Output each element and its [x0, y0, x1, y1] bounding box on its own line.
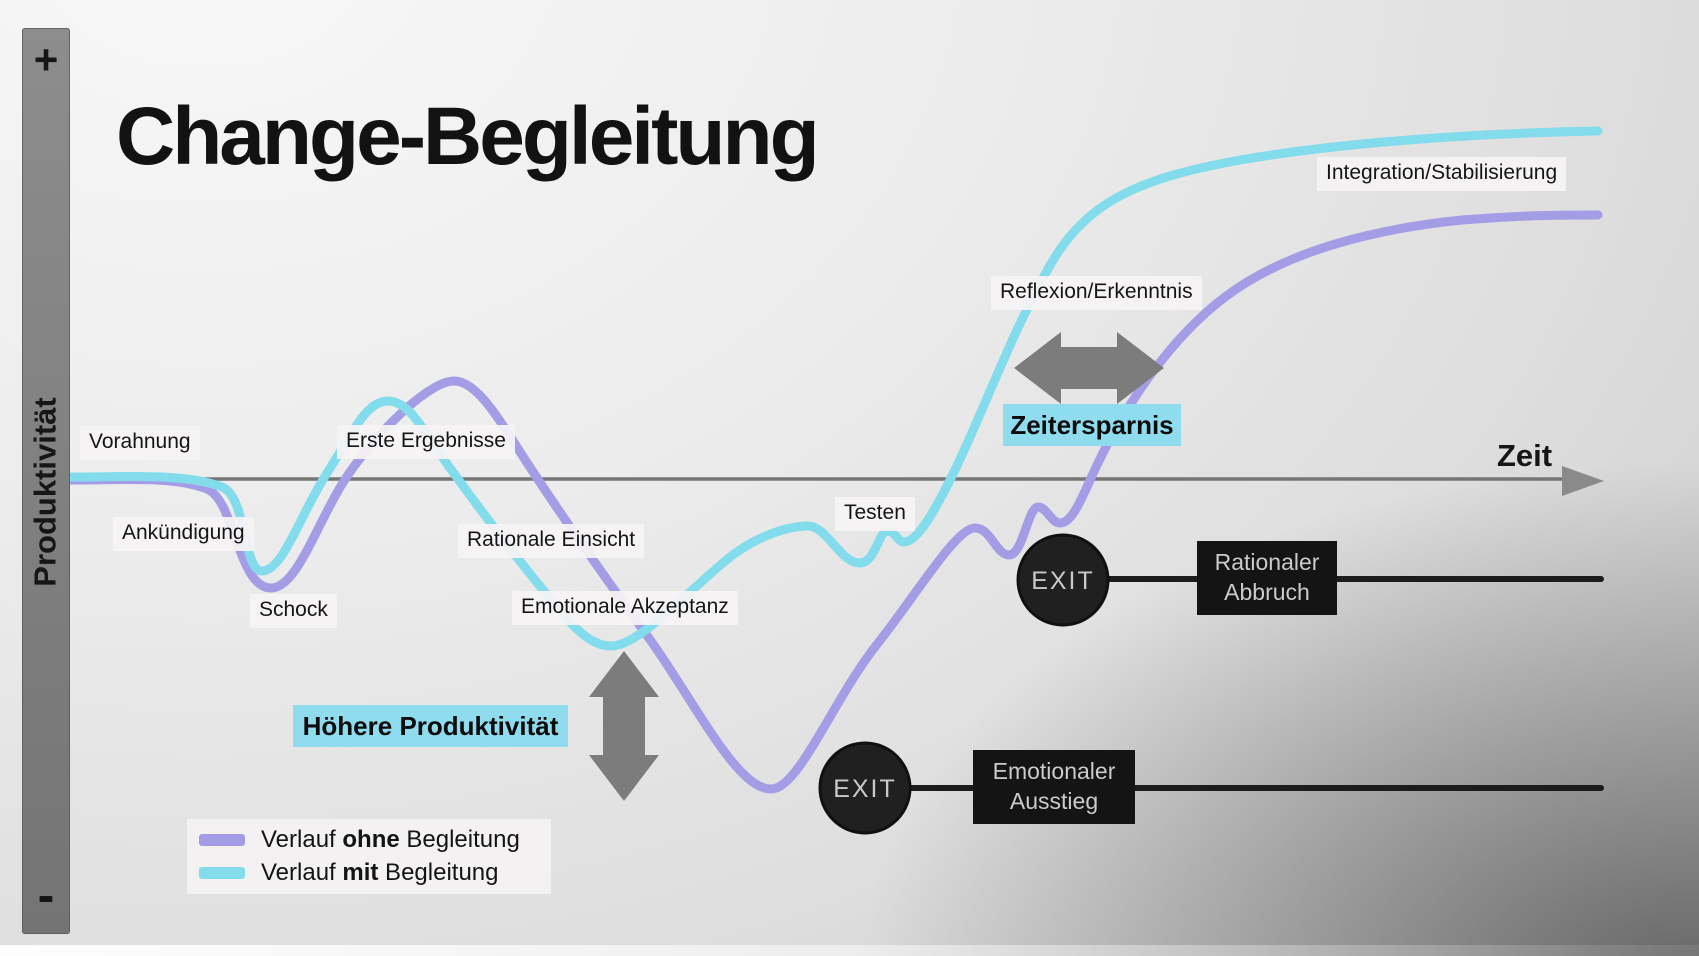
rational-exit-label: EXIT [1031, 567, 1095, 595]
phase-label-ankuendigung: Ankündigung [113, 517, 254, 552]
productivity-plus-sign: + [33, 36, 59, 83]
emotional-exit-box: Emotionaler Ausstieg [973, 750, 1135, 824]
legend-swatch-with [199, 867, 245, 879]
phase-label-erste-ergebnisse: Erste Ergebnisse [337, 425, 515, 460]
productivity-axis-label-wrap: Produktivität [22, 392, 70, 592]
phase-label-integration-stabilisierung: Integration/Stabilisierung [1317, 157, 1567, 192]
productivity-axis-bar [22, 28, 70, 934]
emotional-exit-label: EXIT [833, 775, 897, 803]
legend-text-without: Verlauf ohne Begleitung [261, 826, 520, 853]
phase-label-vorahnung: Vorahnung [80, 426, 200, 461]
time-saving-highlight: Zeitersparnis [1003, 404, 1181, 446]
phase-label-testen: Testen [835, 497, 915, 532]
productivity-axis-label: Produktivität [28, 397, 63, 587]
rational-exit-box-line2: Abbruch [1224, 579, 1310, 605]
productivity-gap-arrow-icon [589, 651, 659, 801]
legend-text-with: Verlauf mit Begleitung [261, 859, 499, 886]
phase-label-reflexion-erkenntnis: Reflexion/Erkenntnis [991, 276, 1202, 311]
phase-label-rationale-einsicht: Rationale Einsicht [458, 524, 645, 559]
emotional-exit-box-line2: Ausstieg [1009, 788, 1099, 814]
emotional-exit-box-line1: Emotionaler [992, 758, 1116, 785]
rational-exit-circle [1016, 533, 1110, 627]
slide-bottom-edge [0, 945, 1699, 956]
legend-item-without: Verlauf ohne Begleitung [199, 826, 551, 854]
higher-productivity-highlight: Höhere Produktivität [293, 705, 568, 747]
curve-with-support [65, 126, 1603, 651]
time-saving-arrow-icon [1014, 332, 1164, 404]
rational-exit-box-line1: Rationaler [1214, 549, 1320, 576]
legend: Verlauf ohne Begleitung Verlauf mit Begl… [187, 819, 551, 894]
time-axis-label: Zeit [1497, 438, 1553, 473]
phase-label-schock: Schock [250, 594, 337, 629]
curve-without-support [65, 210, 1603, 794]
page-title: Change-Begleitung [116, 91, 820, 182]
legend-swatch-without [199, 834, 245, 846]
legend-item-with: Verlauf mit Begleitung [199, 859, 551, 887]
time-axis-arrowhead-icon [1562, 466, 1604, 496]
phase-label-emotionale-akzeptanz: Emotionale Akzeptanz [512, 591, 738, 626]
emotional-exit-circle [818, 741, 912, 835]
rational-exit-box: Rationaler Abbruch [1197, 541, 1337, 615]
productivity-minus-sign: - [37, 867, 55, 923]
